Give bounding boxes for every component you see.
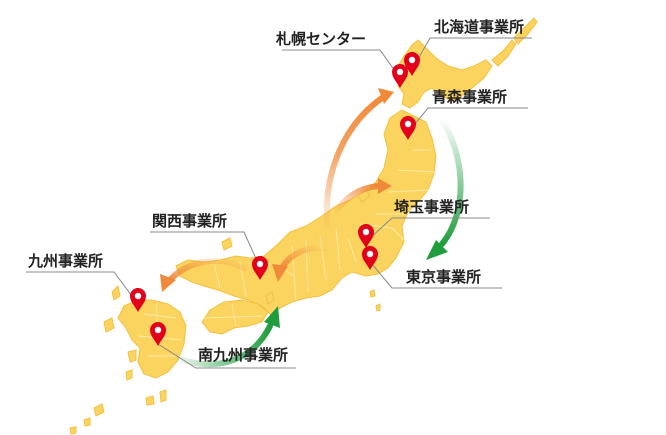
yakushima xyxy=(145,395,155,406)
goto-islands xyxy=(103,317,115,333)
kyushu-island xyxy=(117,299,187,379)
izu-island-1 xyxy=(369,289,376,298)
arrow-aomori-to-tokyo xyxy=(437,115,464,247)
koshiki-islands xyxy=(125,369,133,381)
leader-kyushu xyxy=(26,271,139,305)
tanegashima xyxy=(159,389,167,403)
arrowhead-sapporo xyxy=(378,88,394,104)
label-minamikyushu: 南九州事業所 xyxy=(198,346,289,364)
map-pin-icon[interactable] xyxy=(400,116,416,140)
leader-sapporo xyxy=(282,49,401,79)
hokkaido-island xyxy=(397,39,493,109)
arrow-to-kyushu xyxy=(167,257,247,283)
oki-islands xyxy=(221,237,233,251)
label-aomori: 青森事業所 xyxy=(432,88,508,106)
arrowhead-kansai-green xyxy=(264,306,280,328)
network-arrows xyxy=(160,88,464,368)
arrowhead-kansai xyxy=(272,264,288,282)
label-hokkaido: 北海道事業所 xyxy=(434,18,525,36)
label-saitama: 埼玉事業所 xyxy=(394,198,470,216)
leader-aomori xyxy=(409,107,528,131)
leader-tokyo xyxy=(371,263,502,289)
arrowhead-tokyo xyxy=(426,240,448,260)
map-pin-icon[interactable] xyxy=(252,256,268,280)
arrowhead-kyushu xyxy=(160,274,176,292)
arrow-to-saitama xyxy=(331,183,381,217)
label-sapporo: 札幌センター xyxy=(276,30,367,48)
map-pin-icon[interactable] xyxy=(130,288,146,312)
map-pin-icon[interactable] xyxy=(150,322,166,346)
izu-island-2 xyxy=(375,303,381,312)
map-pin-icon[interactable] xyxy=(404,52,420,76)
map-pin-icon[interactable] xyxy=(392,64,408,88)
map-pin-icon[interactable] xyxy=(358,224,374,248)
leader-saitama xyxy=(367,217,490,241)
kunashiri-island xyxy=(491,39,517,67)
arrow-kansai-to-sapporo xyxy=(323,95,385,235)
amami-island xyxy=(93,403,105,417)
arrowhead-saitama xyxy=(378,178,392,194)
leader-minamikyushu xyxy=(157,343,296,369)
amakusa-islands xyxy=(127,349,137,363)
tokunoshima xyxy=(83,417,91,427)
tsushima-island xyxy=(111,284,121,301)
awaji-island xyxy=(265,291,275,305)
map-pin-icon[interactable] xyxy=(362,246,378,270)
leader-hokkaido xyxy=(413,37,532,67)
okinoerabu xyxy=(69,426,77,435)
arrow-to-kansai xyxy=(279,244,329,271)
label-kyushu: 九州事業所 xyxy=(28,252,104,270)
location-pins xyxy=(130,52,420,346)
label-kansai: 関西事業所 xyxy=(152,212,228,230)
label-tokyo: 東京事業所 xyxy=(406,268,482,286)
